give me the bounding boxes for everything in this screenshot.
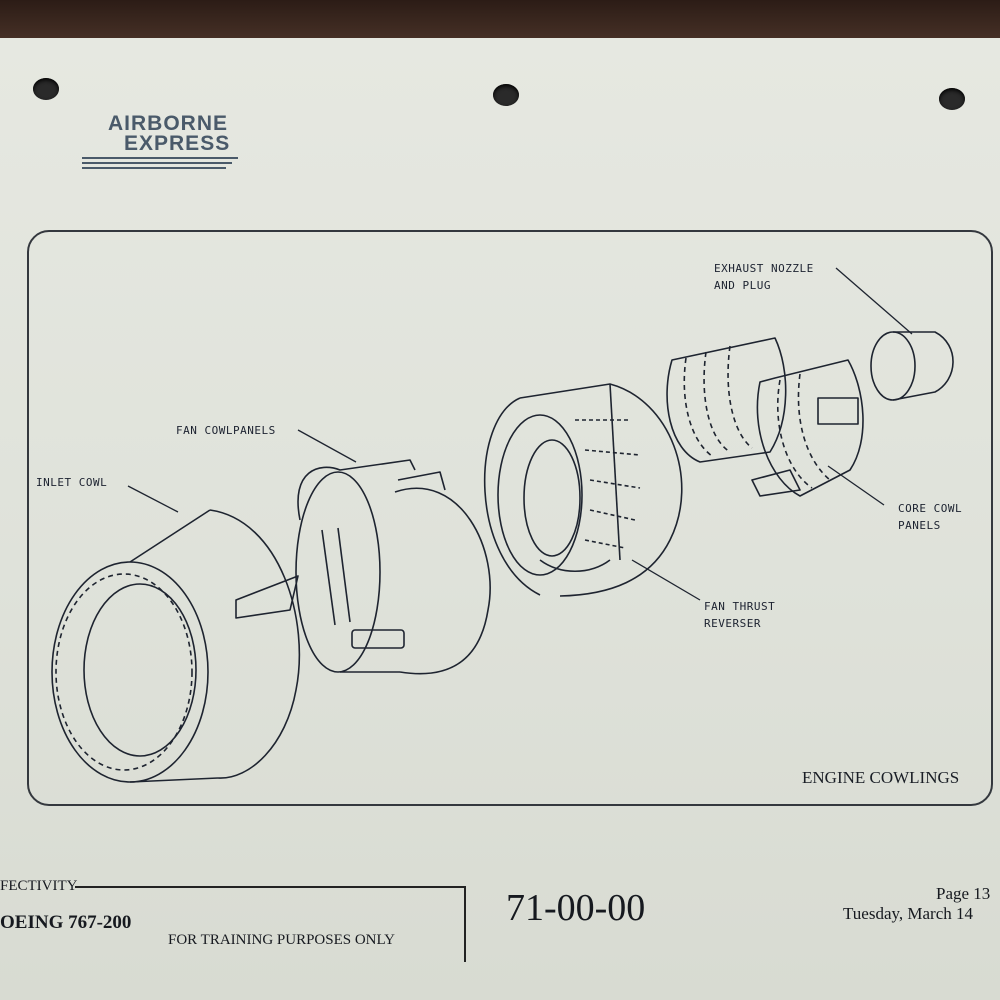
label-core-line1: CORE COWL	[898, 502, 963, 515]
fan-thrust-reverser-drawing	[483, 383, 683, 597]
logo-text-airborne: AIRBORNE	[108, 112, 229, 135]
effectivity-label: FECTIVITY	[0, 878, 78, 894]
airborne-express-logo: AIRBORNE EXPRESS	[82, 110, 252, 176]
background-desk	[0, 0, 1000, 45]
aircraft-model: OEING 767-200	[0, 912, 132, 933]
label-thrust-line2: REVERSER	[704, 617, 761, 630]
page-date: Tuesday, March 14	[843, 904, 974, 923]
binder-hole-center	[493, 84, 519, 106]
label-fan-thrust-reverser: FAN THRUST REVERSER	[704, 598, 775, 632]
figure-caption: ENGINE COWLINGS	[802, 768, 960, 787]
label-exhaust-nozzle: EXHAUST NOZZLE AND PLUG	[714, 260, 814, 294]
logo-text-express: EXPRESS	[124, 132, 231, 155]
binder-hole-right	[939, 88, 965, 110]
leader-lines	[127, 267, 913, 601]
training-note: FOR TRAINING PURPOSES ONLY	[168, 932, 396, 948]
core-cowl-panels-drawing	[666, 337, 864, 497]
label-thrust-line1: FAN THRUST	[704, 600, 776, 613]
logo-stripes-icon	[82, 157, 238, 169]
exhaust-nozzle-drawing	[870, 331, 954, 401]
label-exhaust-line1: EXHAUST NOZZLE	[714, 262, 814, 275]
inlet-cowl-drawing	[51, 509, 301, 783]
label-exhaust-line2: AND PLUG	[714, 279, 771, 292]
binder-hole-left	[33, 78, 59, 100]
page-number: Page 13	[936, 884, 991, 903]
footer-top-rule	[75, 886, 465, 888]
chapter-number: 71-00-00	[506, 887, 646, 929]
label-core-line2: PANELS	[898, 519, 941, 532]
fan-cowl-panels-drawing	[295, 459, 491, 675]
footer-divider	[464, 886, 466, 962]
label-fan-cowlpanels: FAN COWLPANELS	[176, 424, 276, 437]
label-inlet-cowl: INLET COWL	[36, 476, 108, 489]
figure-frame	[27, 230, 993, 806]
label-core-cowl-panels: CORE COWL PANELS	[898, 500, 962, 534]
